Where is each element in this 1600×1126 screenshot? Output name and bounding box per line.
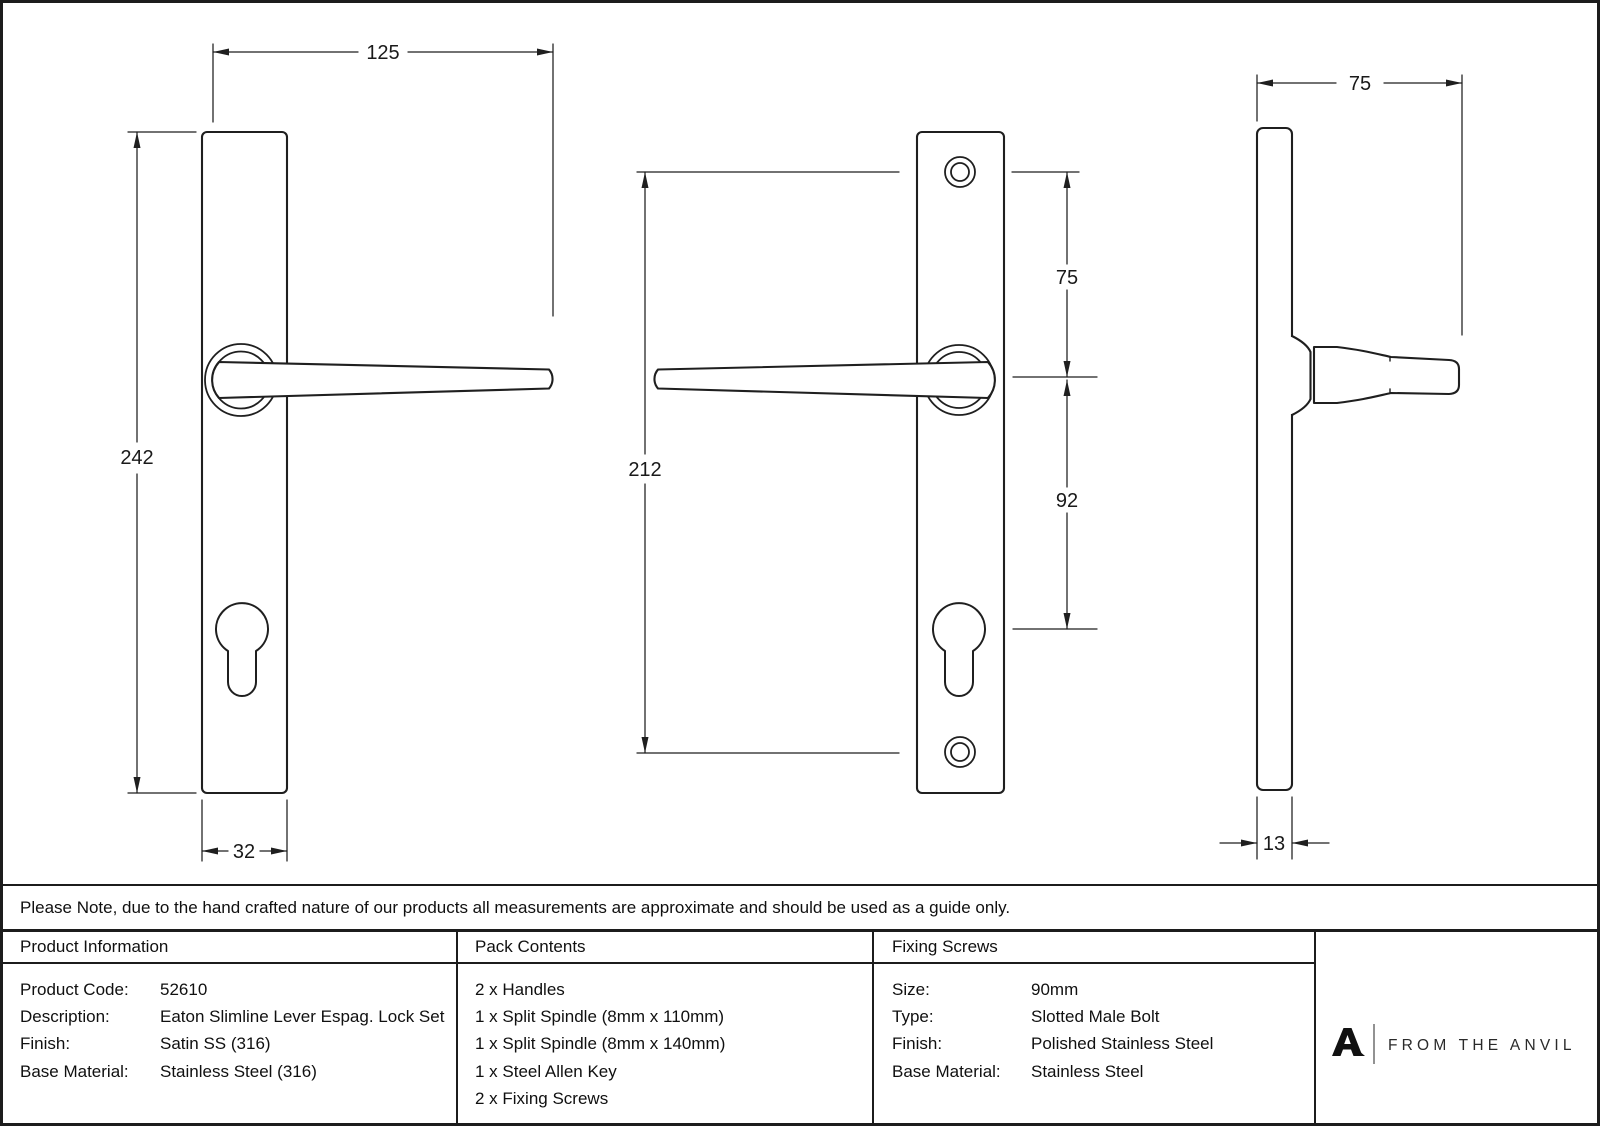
table-top-border xyxy=(0,929,1600,932)
product-information-header: Product Information xyxy=(20,937,169,956)
row-value: Stainless Steel xyxy=(1031,1061,1144,1081)
row-label: Type: xyxy=(892,1007,934,1027)
table-row: Product Code: 52610 xyxy=(20,976,450,1003)
row-label: Product Code: xyxy=(20,980,129,999)
dim-label-plate-depth: 13 xyxy=(1263,833,1285,855)
top-screw-hole xyxy=(944,156,976,188)
dim-label-projection: 75 xyxy=(1349,73,1371,95)
list-item: 2 x Handles xyxy=(475,980,565,999)
back-backplate xyxy=(915,130,1006,795)
note-text: Please Note, due to the hand crafted nat… xyxy=(20,897,1011,917)
table-header-divider xyxy=(0,962,1315,964)
table-row: Size: 90mm xyxy=(892,976,1307,1003)
back-lever-handle xyxy=(653,360,996,400)
front-view-drawing xyxy=(200,130,554,795)
table-column-divider xyxy=(456,929,458,1123)
front-euro-cylinder-cutout xyxy=(215,602,269,697)
table-column-divider xyxy=(1314,929,1316,1123)
table-row: Description: Eaton Slimline Lever Espag. … xyxy=(20,1003,450,1030)
product-information-cell: Product Code: 52610 Description: Eaton Sli… xyxy=(20,964,450,1123)
row-label: Description: xyxy=(20,1007,110,1027)
side-view-drawing xyxy=(1255,126,1461,792)
from-the-anvil-logo: FROM THE ANVIL xyxy=(1331,1023,1576,1064)
back-euro-cylinder-cutout xyxy=(932,602,986,697)
table-row: Base Material: Stainless Steel xyxy=(892,1058,1307,1085)
bottom-screw-hole xyxy=(944,736,976,768)
pack-contents-cell: 2 x Handles 1 x Split Spindle (8mm x 110… xyxy=(475,964,865,1123)
front-lever-handle xyxy=(211,360,554,400)
pack-contents-header: Pack Contents xyxy=(475,937,586,956)
list-item: 2 x Fixing Screws xyxy=(475,1088,609,1108)
measurement-disclaimer-note: Please Note, due to the hand crafted nat… xyxy=(0,884,1600,929)
row-value: 52610 xyxy=(160,980,208,999)
table-row: Finish: Polished Stainless Steel xyxy=(892,1030,1307,1057)
row-label: Finish: xyxy=(20,1034,71,1054)
side-rose-collar xyxy=(1290,334,1312,354)
list-item: 1 x Split Spindle (8mm x 140mm) xyxy=(475,1034,726,1054)
table-row: Type: Slotted Male Bolt xyxy=(892,1003,1307,1030)
front-backplate xyxy=(200,130,289,795)
fixing-screws-cell: Size: 90mm Type: Slotted Male Bolt Finish:… xyxy=(892,964,1307,1123)
table-row: Finish: Satin SS (316) xyxy=(20,1030,450,1057)
dim-label-screw-to-lever: 75 xyxy=(1056,267,1078,289)
dim-label-plate-width: 32 xyxy=(233,841,255,863)
side-lever-handle xyxy=(1312,345,1461,405)
row-value: Slotted Male Bolt xyxy=(1031,1007,1160,1027)
brand-logo-cell: FROM THE ANVIL xyxy=(1316,964,1597,1123)
back-view-drawing xyxy=(653,130,1006,795)
front-view-arrowheads xyxy=(133,48,553,855)
row-label: Finish: xyxy=(892,1034,943,1054)
fixing-screws-header: Fixing Screws xyxy=(892,937,998,956)
back-view-arrowheads xyxy=(641,172,1071,753)
row-value: Satin SS (316) xyxy=(160,1034,271,1054)
dim-label-plate-height: 242 xyxy=(120,447,153,469)
row-label: Base Material: xyxy=(20,1061,129,1081)
row-value: Stainless Steel (316) xyxy=(160,1061,317,1081)
row-label: Base Material: xyxy=(892,1061,1001,1081)
side-view-arrowheads xyxy=(1241,79,1462,847)
dim-label-screw-centres: 212 xyxy=(628,459,661,481)
dim-label-lever-to-cylinder: 92 xyxy=(1056,490,1078,512)
row-value: Eaton Slimline Lever Espag. Lock Set xyxy=(160,1007,445,1027)
table-row: Base Material: Stainless Steel (316) xyxy=(20,1058,450,1085)
list-item: 1 x Split Spindle (8mm x 110mm) xyxy=(475,1007,725,1027)
row-label: Size: xyxy=(892,980,930,999)
anvil-logo-icon xyxy=(1331,1027,1365,1056)
table-column-divider xyxy=(872,929,874,1123)
brand-name: FROM THE ANVIL xyxy=(1388,1037,1576,1054)
technical-drawing: 125 242 32 212 75 92 75 13 xyxy=(120,42,1463,863)
row-value: 90mm xyxy=(1031,980,1079,999)
dim-label-lever-length: 125 xyxy=(366,42,399,64)
front-view-dimensions xyxy=(127,43,554,862)
side-backplate xyxy=(1255,126,1294,792)
row-value: Polished Stainless Steel xyxy=(1031,1034,1214,1054)
list-item: 1 x Steel Allen Key xyxy=(475,1061,617,1081)
